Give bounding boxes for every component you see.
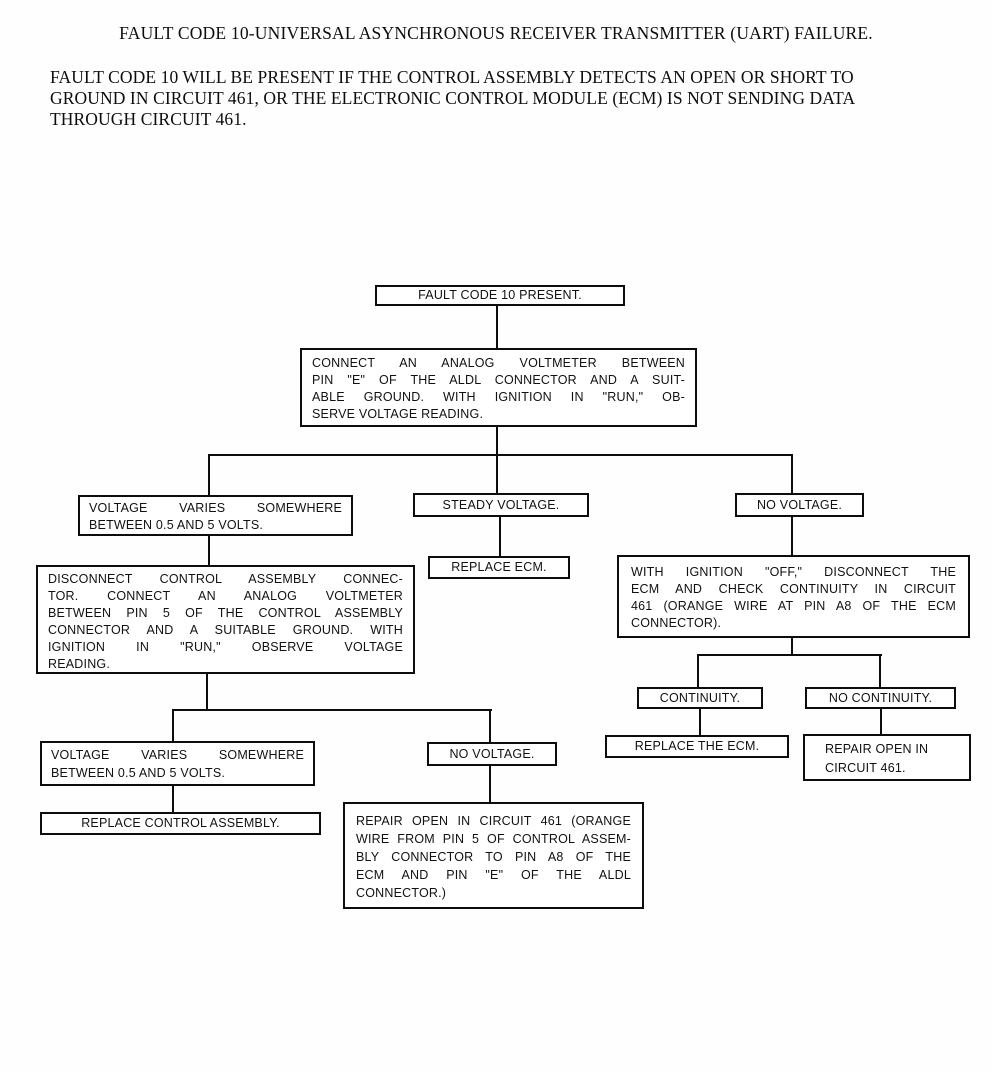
- node-voltage-varies-2: VOLTAGE VARIES SOMEWHERE BETWEEN 0.5 AND…: [40, 741, 315, 786]
- node-replace-control-assembly: REPLACE CONTROL ASSEMBLY.: [40, 812, 321, 835]
- connector-line: [699, 709, 701, 735]
- text-line: TOR. CONNECT AN ANALOG VOLTMETER: [48, 589, 403, 603]
- text-line: CONNECTOR AND A SUITABLE GROUND. WITH: [48, 623, 403, 637]
- text-line: ECM AND PIN "E" OF THE ALDL: [356, 868, 631, 882]
- text-line: CIRCUIT 461.: [825, 761, 906, 775]
- node-replace-ecm: REPLACE ECM.: [428, 556, 570, 579]
- text-line: CONNECT AN ANALOG VOLTMETER BETWEEN: [312, 356, 685, 370]
- intro-line: THROUGH CIRCUIT 461.: [50, 109, 247, 129]
- connector-line: [697, 654, 699, 687]
- connector-line: [208, 454, 210, 495]
- text-line: SERVE VOLTAGE READING.: [312, 407, 484, 421]
- connector-line: [496, 426, 498, 493]
- node-disconnect-control-assembly: DISCONNECT CONTROL ASSEMBLY CONNEC- TOR.…: [36, 565, 415, 674]
- connector-line: [879, 654, 881, 687]
- node-steady-voltage: STEADY VOLTAGE.: [413, 493, 589, 517]
- connector-line: [791, 517, 793, 555]
- node-no-voltage-2: NO VOLTAGE.: [427, 742, 557, 766]
- page-title: FAULT CODE 10-UNIVERSAL ASYNCHRONOUS REC…: [119, 23, 873, 43]
- node-no-continuity: NO CONTINUITY.: [805, 687, 956, 709]
- text-line: READING.: [48, 657, 111, 671]
- text-line: WIRE FROM PIN 5 OF CONTROL ASSEM-: [356, 832, 631, 846]
- text-line: DISCONNECT CONTROL ASSEMBLY CONNEC-: [48, 572, 403, 586]
- text-line: CONNECTOR).: [631, 616, 722, 630]
- connector-line: [496, 305, 498, 348]
- connector-line: [172, 709, 492, 711]
- connector-line: [697, 654, 882, 656]
- text-line: WITH IGNITION "OFF," DISCONNECT THE: [631, 565, 956, 579]
- intro-line: GROUND IN CIRCUIT 461, OR THE ELECTRONIC…: [50, 88, 856, 108]
- connector-line: [208, 536, 210, 565]
- connector-line: [499, 517, 501, 556]
- text-line: BETWEEN PIN 5 OF THE CONTROL ASSEMBLY: [48, 606, 403, 620]
- connector-line: [172, 709, 174, 741]
- text-line: REPAIR OPEN IN CIRCUIT 461 (ORANGE: [356, 814, 631, 828]
- text-line: VOLTAGE VARIES SOMEWHERE: [89, 501, 342, 515]
- node-connect-voltmeter: CONNECT AN ANALOG VOLTMETER BETWEEN PIN …: [300, 348, 697, 427]
- text-line: BLY CONNECTOR TO PIN A8 OF THE: [356, 850, 631, 864]
- text-line: ECM AND CHECK CONTINUITY IN CIRCUIT: [631, 582, 956, 596]
- text-line: PIN "E" OF THE ALDL CONNECTOR AND A SUIT…: [312, 373, 685, 387]
- node-repair-open-circuit-461-long: REPAIR OPEN IN CIRCUIT 461 (ORANGE WIRE …: [343, 802, 644, 909]
- connector-line: [206, 674, 208, 711]
- connector-line: [791, 454, 793, 493]
- text-line: 461 (ORANGE WIRE AT PIN A8 OF THE ECM: [631, 599, 956, 613]
- connector-line: [489, 766, 491, 802]
- text-line: ABLE GROUND. WITH IGNITION IN "RUN," OB-: [312, 390, 685, 404]
- node-check-continuity: WITH IGNITION "OFF," DISCONNECT THE ECM …: [617, 555, 970, 638]
- node-no-voltage-1: NO VOLTAGE.: [735, 493, 864, 517]
- text-line: IGNITION IN "RUN," OBSERVE VOLTAGE: [48, 640, 403, 654]
- text-line: BETWEEN 0.5 AND 5 VOLTS.: [51, 765, 226, 780]
- text-line: REPAIR OPEN IN: [825, 742, 929, 756]
- connector-line: [880, 709, 882, 734]
- text-line: BETWEEN 0.5 AND 5 VOLTS.: [89, 518, 264, 532]
- connector-line: [172, 786, 174, 812]
- connector-line: [489, 709, 491, 742]
- connector-line: [791, 638, 793, 656]
- text-line: VOLTAGE VARIES SOMEWHERE: [51, 748, 304, 762]
- node-replace-the-ecm: REPLACE THE ECM.: [605, 735, 789, 758]
- connector-line: [208, 454, 793, 456]
- node-fault-code-10-present: FAULT CODE 10 PRESENT.: [375, 285, 625, 306]
- node-continuity: CONTINUITY.: [637, 687, 763, 709]
- text-line: CONNECTOR.): [356, 886, 447, 900]
- node-repair-open-circuit-461: REPAIR OPEN IN CIRCUIT 461.: [803, 734, 971, 781]
- intro-line: FAULT CODE 10 WILL BE PRESENT IF THE CON…: [50, 67, 854, 87]
- node-voltage-varies-1: VOLTAGE VARIES SOMEWHERE BETWEEN 0.5 AND…: [78, 495, 353, 536]
- intro-paragraph: FAULT CODE 10 WILL BE PRESENT IF THE CON…: [50, 67, 950, 130]
